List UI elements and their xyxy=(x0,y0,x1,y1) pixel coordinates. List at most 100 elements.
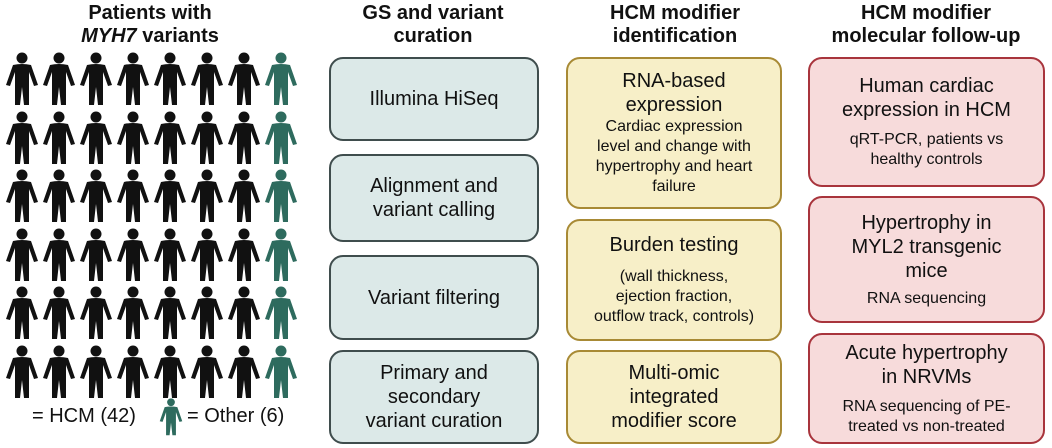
hcm-person-icon xyxy=(80,52,112,105)
other-person-icon xyxy=(265,345,297,398)
curation-column-title: GS and variant curation xyxy=(318,2,548,48)
hcm-person-icon xyxy=(43,286,75,339)
patients-title-rest: variants xyxy=(136,25,219,47)
hcm-person-icon xyxy=(117,52,149,105)
step-main-line: mice xyxy=(905,259,948,282)
legend: = HCM (42) = Other (6) xyxy=(4,394,304,438)
gene-name: MYH7 xyxy=(81,25,137,47)
step-sub-line: Cardiac expression xyxy=(605,118,743,135)
patients-title-line1: Patients with xyxy=(88,2,212,24)
hcm-person-icon xyxy=(228,345,260,398)
hcm-person-icon xyxy=(117,345,149,398)
hcm-person-icon xyxy=(43,228,75,281)
step-main-line: in NRVMs xyxy=(881,365,972,388)
hcm-person-icon xyxy=(6,111,38,164)
hcm-person-icon xyxy=(6,345,38,398)
hcm-person-icon xyxy=(43,345,75,398)
step-sub-line: outflow track, controls) xyxy=(593,308,755,325)
step-main-line: variant calling xyxy=(372,199,496,221)
curation-step-primary-secondary: Primary and secondary variant curation xyxy=(329,350,539,444)
hcm-person-icon xyxy=(80,345,112,398)
hcm-person-icon xyxy=(191,169,223,222)
step-main-line: Hypertrophy in xyxy=(861,211,992,234)
step-sub-line: level and change with xyxy=(597,138,751,155)
step-main-line: RNA-based xyxy=(622,70,726,92)
followup-step-human-cardiac: Human cardiac expression in HCM qRT-PCR,… xyxy=(808,57,1045,187)
hcm-person-icon xyxy=(80,286,112,339)
step-sub-line: RNA sequencing of PE- xyxy=(842,397,1011,415)
other-person-icon xyxy=(265,111,297,164)
identification-step-burden-testing: Burden testing (wall thickness, ejection… xyxy=(566,219,782,341)
hcm-person-icon xyxy=(6,228,38,281)
other-person-icon xyxy=(159,398,183,436)
curation-step-alignment: Alignment and variant calling xyxy=(329,154,539,242)
hcm-person-icon xyxy=(154,52,186,105)
hcm-person-icon xyxy=(191,228,223,281)
followup-step-myl2-mice: Hypertrophy in MYL2 transgenic mice RNA … xyxy=(808,196,1045,323)
step-main-line: Human cardiac xyxy=(859,75,994,97)
step-main-line: modifier score xyxy=(611,410,737,432)
patient-pictogram-grid xyxy=(0,52,300,398)
patients-title-line2: MYH7 variants xyxy=(0,25,300,48)
identification-step-rna-expression: RNA-based expression Cardiac expression … xyxy=(566,57,782,209)
hcm-person-icon xyxy=(117,169,149,222)
identification-title-line1: HCM modifier xyxy=(610,2,740,24)
hcm-person-icon xyxy=(80,169,112,222)
step-main-line: integrated xyxy=(629,386,719,408)
hcm-person-icon xyxy=(191,286,223,339)
hcm-person-icon xyxy=(154,286,186,339)
other-person-icon xyxy=(265,52,297,105)
other-person-icon xyxy=(265,169,297,222)
step-main-line: Primary and xyxy=(380,362,488,384)
curation-step-illumina: Illumina HiSeq xyxy=(329,57,539,141)
hcm-person-icon xyxy=(154,228,186,281)
hcm-person-icon xyxy=(80,228,112,281)
followup-column-title: HCM modifier molecular follow-up xyxy=(800,2,1052,48)
hcm-person-icon xyxy=(228,228,260,281)
hcm-person-icon xyxy=(117,111,149,164)
hcm-person-icon xyxy=(228,286,260,339)
hcm-person-icon xyxy=(4,398,30,436)
step-sub-line: treated vs non-treated xyxy=(848,417,1005,435)
identification-title-line2: identification xyxy=(612,25,738,47)
other-person-icon xyxy=(265,228,297,281)
followup-title-line1: HCM modifier xyxy=(861,2,991,24)
followup-step-nrvms: Acute hypertrophy in NRVMs RNA sequencin… xyxy=(808,333,1045,444)
hcm-person-icon xyxy=(154,345,186,398)
followup-title-line2: molecular follow-up xyxy=(831,25,1021,47)
step-main-line: Variant filtering xyxy=(368,286,500,309)
identification-column-title: HCM modifier identification xyxy=(555,2,795,48)
step-main-line: Multi-omic xyxy=(628,362,720,384)
hcm-person-icon xyxy=(80,111,112,164)
step-sub-line: qRT-PCR, patients vs xyxy=(849,131,1004,148)
identification-step-multi-omic: Multi-omic integrated modifier score xyxy=(566,350,782,444)
step-sub-line: ejection fraction, xyxy=(615,288,733,305)
hcm-person-icon xyxy=(117,228,149,281)
step-main-line: variant curation xyxy=(365,410,503,432)
curation-step-filtering: Variant filtering xyxy=(329,255,539,340)
step-main-line: Illumina HiSeq xyxy=(369,88,499,110)
step-main-line: secondary xyxy=(387,386,481,408)
hcm-person-icon xyxy=(117,286,149,339)
hcm-person-icon xyxy=(228,169,260,222)
hcm-person-icon xyxy=(6,52,38,105)
hcm-person-icon xyxy=(191,345,223,398)
curation-title-line2: curation xyxy=(393,25,473,47)
hcm-person-icon xyxy=(154,111,186,164)
step-sub-line: healthy controls xyxy=(870,151,983,168)
hcm-legend-label: = HCM (42) xyxy=(32,405,136,427)
other-legend-label: = Other (6) xyxy=(187,405,285,427)
hcm-person-icon xyxy=(6,286,38,339)
hcm-person-icon xyxy=(191,111,223,164)
curation-title-line1: GS and variant xyxy=(362,2,504,24)
step-sub-line: (wall thickness, xyxy=(619,268,729,285)
hcm-person-icon xyxy=(43,52,75,105)
hcm-person-icon xyxy=(154,169,186,222)
hcm-person-icon xyxy=(43,111,75,164)
step-main-line: expression xyxy=(625,94,723,116)
step-main-line: Alignment and xyxy=(370,175,498,197)
step-main-line: Burden testing xyxy=(609,234,739,256)
other-person-icon xyxy=(265,286,297,339)
step-main-line: expression in HCM xyxy=(842,99,1011,121)
hcm-person-icon xyxy=(228,52,260,105)
